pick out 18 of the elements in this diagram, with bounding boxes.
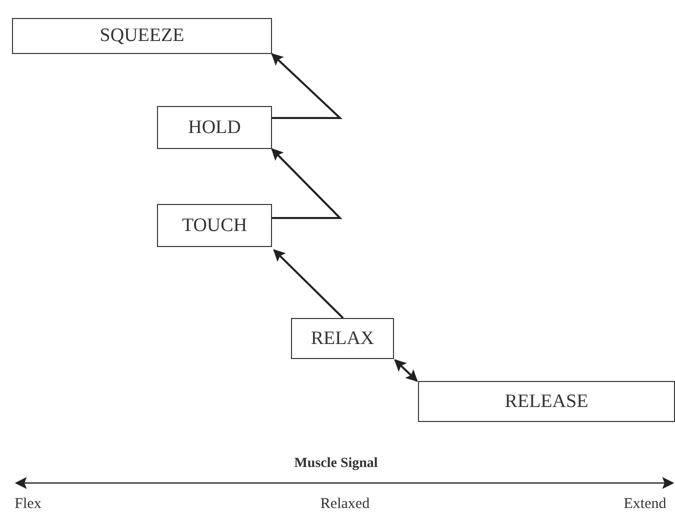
arrow [273,249,344,319]
state-label: RELAX [310,328,374,350]
state-box [291,318,394,359]
arrow [271,148,342,219]
state-label: TOUCH [182,214,248,236]
state-box [157,204,272,247]
state-box [12,18,272,54]
axis-title: Muscle Signal [294,456,378,472]
state-box [157,106,272,149]
state-label: SQUEEZE [100,25,184,47]
scale-label: Relaxed [320,496,370,513]
arrow [271,53,343,119]
state-label: HOLD [188,116,241,138]
state-box [418,381,675,422]
scale-label: Extend [624,496,666,513]
state-label: RELEASE [504,390,588,412]
arrow [394,359,418,382]
scale-label: Flex [14,496,42,513]
